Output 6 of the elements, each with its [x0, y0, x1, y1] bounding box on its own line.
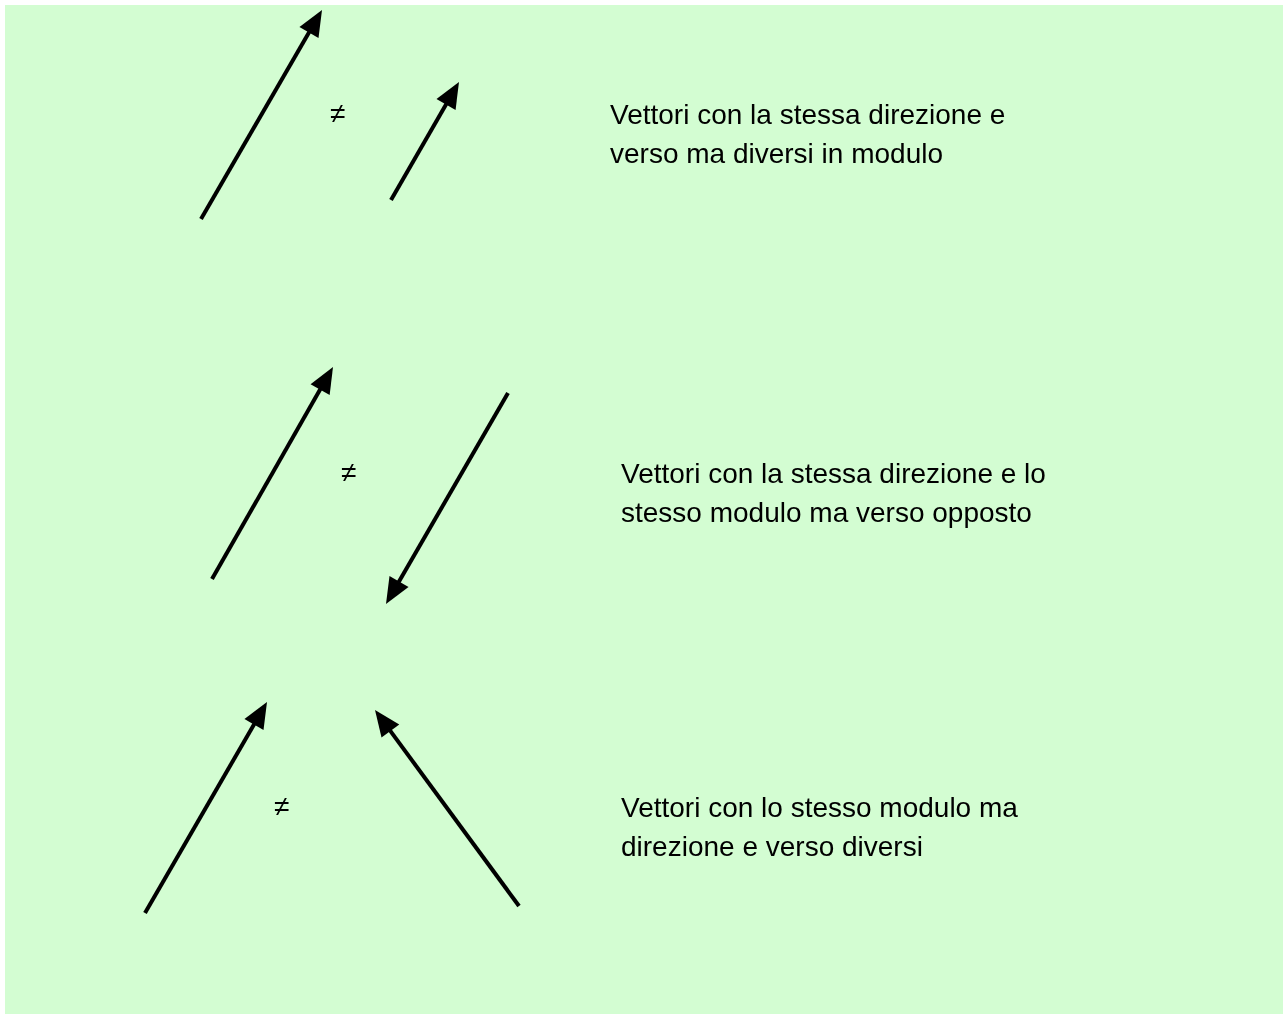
not-equal-sign: ≠ [274, 790, 291, 824]
description-text: Vettori con la stessa direzione e verso ma diversi in modulo [610, 98, 1007, 171]
description-text: Vettori con la stessa direzione e lo stesso modulo ma verso opposto [621, 457, 1047, 530]
not-equal-sign: ≠ [330, 97, 347, 131]
not-equal-sign: ≠ [341, 456, 358, 490]
description-text: Vettori con lo stesso modulo ma direzione e verso diversi [621, 791, 1019, 864]
